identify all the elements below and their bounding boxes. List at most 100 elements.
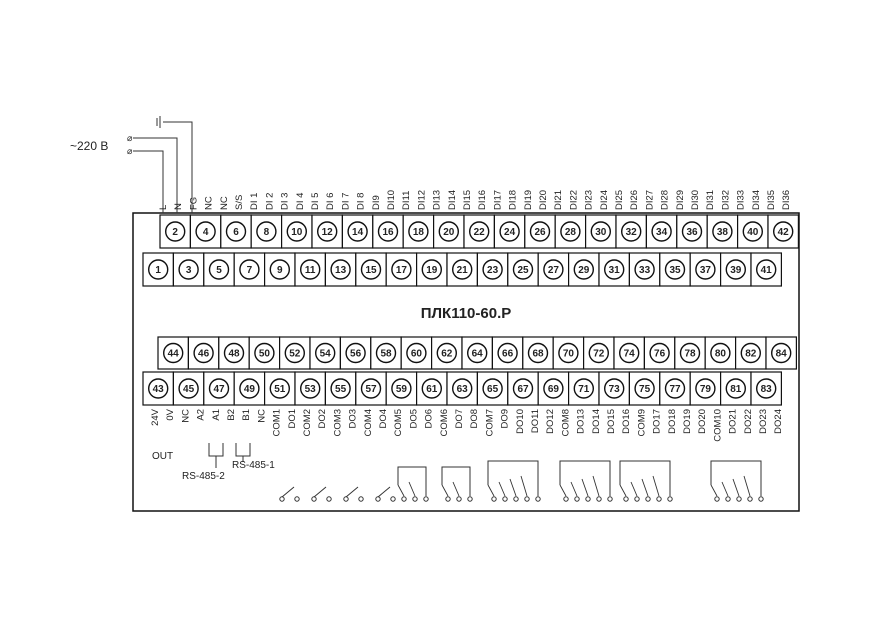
bottom-signal-label: 24V bbox=[150, 408, 161, 426]
terminal-screw bbox=[482, 259, 503, 280]
bottom-signal-label: NC bbox=[180, 409, 191, 423]
terminal-screw bbox=[573, 378, 594, 399]
contact-terminal bbox=[491, 496, 497, 502]
contact-blade bbox=[509, 478, 517, 497]
bottom-signal-label: DO1 bbox=[287, 409, 298, 429]
bottom-signal-label: DO5 bbox=[408, 409, 419, 429]
terminal-screw bbox=[208, 259, 230, 280]
contact-terminal bbox=[513, 496, 519, 502]
terminal-number: 31 bbox=[609, 265, 621, 276]
contact-blade bbox=[345, 486, 359, 498]
contact-terminal bbox=[502, 496, 508, 502]
terminal-number: 8 bbox=[264, 227, 270, 238]
top-signal-label: N bbox=[173, 203, 184, 210]
contact-terminal bbox=[656, 496, 662, 502]
bottom-signal-label: 0V bbox=[165, 408, 176, 420]
terminal-screw bbox=[223, 342, 245, 364]
contact-terminal bbox=[375, 496, 381, 502]
terminal-number: 57 bbox=[365, 384, 377, 395]
terminal-number: 58 bbox=[380, 349, 392, 360]
terminal-screw bbox=[421, 378, 442, 399]
bottom-signal-label: DO23 bbox=[758, 409, 769, 434]
contact-terminal bbox=[326, 496, 332, 502]
top-signal-label: DI25 bbox=[614, 190, 625, 210]
terminal-number: 36 bbox=[686, 227, 698, 238]
terminal-screw bbox=[452, 378, 473, 399]
terminal-screw bbox=[621, 221, 642, 242]
top-signal-label: DI20 bbox=[538, 190, 549, 210]
terminal-screw bbox=[147, 378, 169, 399]
terminal-number: 42 bbox=[778, 227, 790, 238]
bottom-signal-label: DO13 bbox=[576, 409, 587, 434]
terminal-screw bbox=[756, 259, 777, 280]
terminal-number: 24 bbox=[504, 227, 516, 238]
terminal-number: 5 bbox=[216, 265, 222, 276]
contact-blade bbox=[377, 486, 391, 498]
top-signal-label: DI21 bbox=[553, 190, 564, 210]
contact-bus bbox=[559, 460, 611, 496]
terminal-number: 45 bbox=[183, 384, 195, 395]
terminal-screw bbox=[740, 342, 761, 364]
contact-blade bbox=[408, 481, 416, 497]
terminal-screw bbox=[664, 378, 686, 399]
terminal-number: 67 bbox=[517, 384, 529, 395]
terminal-number: 77 bbox=[669, 384, 681, 395]
top-signal-label: DI36 bbox=[781, 190, 792, 210]
contact-common bbox=[667, 496, 673, 502]
top-signal-label: NC bbox=[204, 196, 215, 210]
terminal-number: 19 bbox=[426, 265, 438, 276]
terminal-screw bbox=[300, 378, 321, 399]
bottom-signal-label: DO21 bbox=[728, 409, 739, 434]
terminal-number: 4 bbox=[203, 227, 209, 238]
terminal-screw bbox=[377, 221, 399, 242]
terminal-number: 68 bbox=[532, 349, 544, 360]
terminal-number: 64 bbox=[472, 349, 484, 360]
contact-blade bbox=[559, 484, 567, 497]
terminal-number: 10 bbox=[291, 227, 303, 238]
terminal-screw bbox=[391, 259, 412, 280]
top-signal-label: DI9 bbox=[371, 195, 382, 210]
terminal-screw bbox=[771, 342, 792, 364]
contact-blade bbox=[441, 484, 449, 497]
terminal-screw bbox=[225, 221, 247, 242]
terminal-screw bbox=[679, 342, 701, 364]
terminal-screw bbox=[651, 221, 672, 242]
contact-common bbox=[758, 496, 764, 502]
terminal-number: 81 bbox=[730, 384, 742, 395]
terminal-screw bbox=[710, 342, 731, 364]
terminal-number: 35 bbox=[669, 265, 681, 276]
terminal-screw bbox=[543, 259, 564, 280]
terminal-number: 50 bbox=[259, 349, 271, 360]
bottom-signal-label: A1 bbox=[211, 409, 222, 421]
terminal-screw bbox=[408, 221, 429, 242]
terminal-number: 17 bbox=[396, 265, 408, 276]
terminal-number: 26 bbox=[534, 227, 546, 238]
terminal-screw bbox=[239, 378, 260, 399]
bottom-signal-label: DO18 bbox=[667, 409, 678, 434]
contact-blade bbox=[721, 481, 729, 497]
terminal-screw bbox=[300, 259, 321, 280]
contact-terminal bbox=[294, 496, 300, 502]
contact-blade bbox=[619, 484, 627, 497]
top-signal-label: DI16 bbox=[477, 190, 488, 210]
contact-terminal bbox=[634, 496, 640, 502]
terminal-number: 37 bbox=[700, 265, 712, 276]
contact-blade bbox=[498, 481, 506, 497]
terminal-number: 52 bbox=[289, 349, 301, 360]
contact-blade bbox=[397, 484, 405, 497]
terminal-number: 21 bbox=[457, 265, 469, 276]
terminal-screw bbox=[756, 378, 777, 399]
terminal-screw bbox=[345, 342, 366, 364]
top-signal-label: DI 1 bbox=[249, 193, 260, 210]
contact-terminal bbox=[279, 496, 285, 502]
contact-terminal bbox=[390, 496, 396, 502]
feed-terminal-mark: ⌀ bbox=[127, 146, 133, 156]
top-signal-label: DI29 bbox=[675, 190, 686, 210]
terminal-number: 69 bbox=[548, 384, 560, 395]
top-signal-label: DI30 bbox=[690, 190, 701, 210]
terminal-screw bbox=[497, 342, 518, 364]
bottom-signal-label: DO24 bbox=[773, 409, 784, 434]
terminal-number: 1 bbox=[155, 265, 161, 276]
